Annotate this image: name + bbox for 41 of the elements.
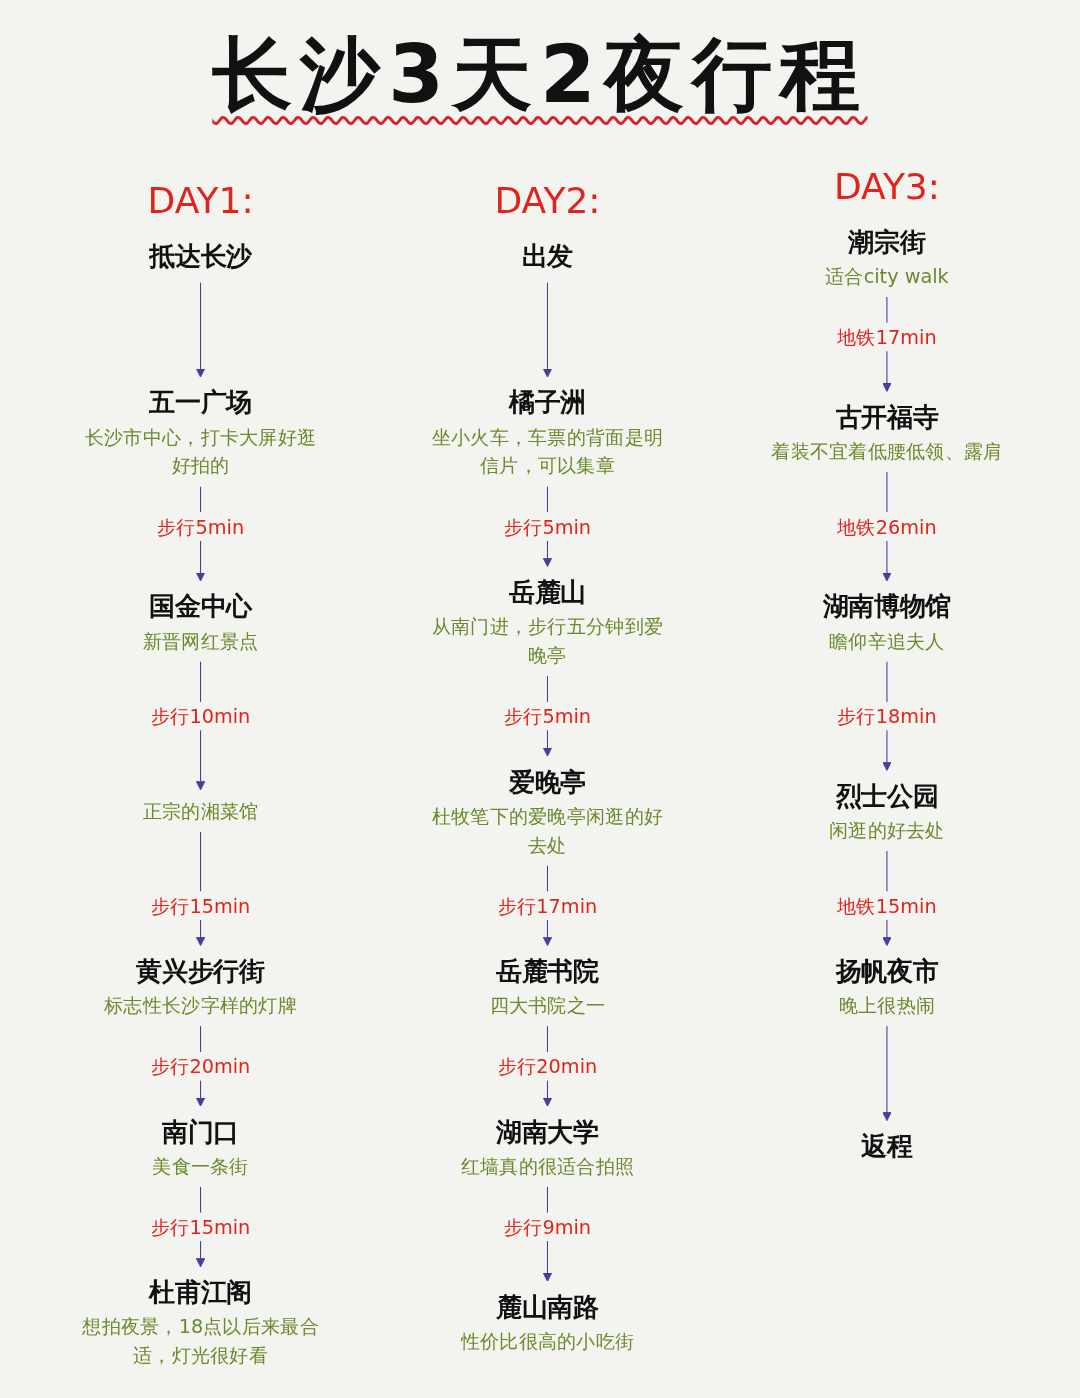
edge-label: 地铁15min <box>837 894 937 917</box>
node-text: 杜甫江阁 想拍夜景，18点以后来最合适，灯光很好看 <box>82 1277 319 1367</box>
node-text: 南门口 美食一条街 <box>152 1117 249 1178</box>
node-text: 五一广场 长沙市中心，打卡大屏好逛好拍的 <box>84 387 317 477</box>
node-text: 岳麓山 从南门进，步行五分钟到爱晚亭 <box>431 577 664 667</box>
node-text: 湖南博物馆 瞻仰辛追夫人 <box>822 591 952 652</box>
edge-label: 步行5min <box>503 515 592 538</box>
edge-label: 步行20min <box>497 1055 598 1078</box>
node-text: 出发 <box>521 241 574 272</box>
node-text: 古开福寺 着装不宜着低腰低领、露肩 <box>771 402 1003 463</box>
edge-label: 步行9min <box>503 1215 592 1239</box>
node-text: 正宗的湘菜馆 <box>142 799 259 823</box>
node-text: 黄兴步行街 标志性长沙字样的灯牌 <box>104 956 297 1017</box>
node-text: 麓山南路 性价比很高的小吃街 <box>460 1292 635 1353</box>
arrow <box>542 281 553 378</box>
edge-label: 步行15min <box>150 894 251 917</box>
arrow <box>195 281 206 378</box>
node-text: 扬帆夜市 晚上很热闹 <box>835 956 939 1017</box>
arrow <box>882 1025 892 1122</box>
node-text: 抵达长沙 <box>149 241 252 272</box>
edge-label: 步行5min <box>503 704 592 728</box>
day-label: DAY1: <box>147 181 254 221</box>
day-label: DAY3: <box>833 166 940 207</box>
node-text: 橘子洲 坐小火车，车票的背面是明信片，可以集章 <box>431 387 664 477</box>
edge-label: 步行17min <box>497 894 598 917</box>
edge-label: 地铁17min <box>837 325 937 349</box>
edge-label: 步行18min <box>837 704 937 728</box>
node-text: 国金中心 新晋网红景点 <box>142 591 259 652</box>
title: 长沙3天2夜行程 <box>212 28 868 121</box>
edge-label: 步行15min <box>150 1215 251 1239</box>
node-text: 湖南大学 红墙真的很适合拍照 <box>460 1117 635 1178</box>
node-text: 返程 <box>861 1131 913 1162</box>
edge-label: 步行5min <box>156 515 245 538</box>
node-text: 烈士公园 闲逛的好去处 <box>829 781 945 842</box>
edge-label: 地铁26min <box>837 515 937 538</box>
node-text: 岳麓书院 四大书院之一 <box>489 956 606 1017</box>
day-label: DAY2: <box>494 181 601 221</box>
node-text: 爱晚亭 杜牧笔下的爱晚亭闲逛的好去处 <box>431 766 664 856</box>
node-text: 潮宗街 适合city walk <box>825 227 949 288</box>
edge-label: 步行10min <box>150 704 251 728</box>
edge-label: 步行20min <box>150 1055 251 1078</box>
